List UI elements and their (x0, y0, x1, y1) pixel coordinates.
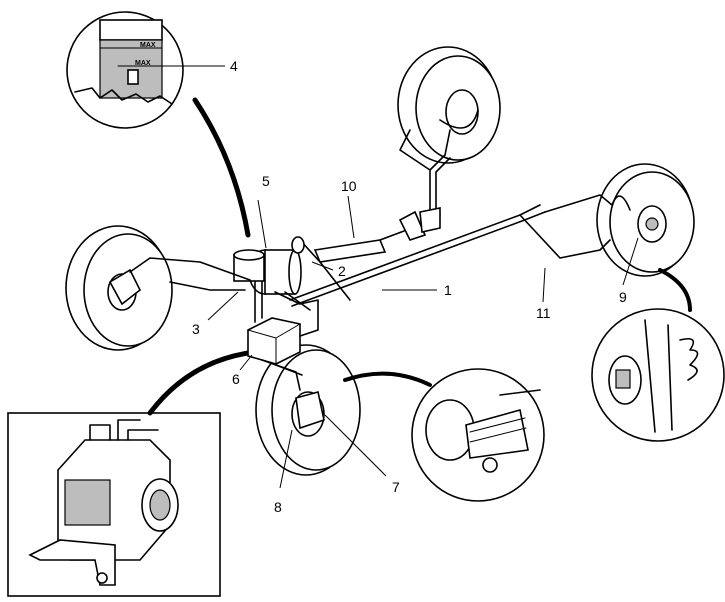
reservoir-max-bottom-label: MAX (135, 60, 151, 67)
callout-labels: 1 2 3 4 5 6 7 8 9 10 11 (192, 58, 627, 515)
wheel-front-left (65, 225, 173, 351)
parking-brake-assembly (291, 207, 441, 301)
wheel-rear-left (397, 46, 501, 164)
callout-1: 1 (444, 282, 452, 298)
abs-hydraulic-unit (247, 317, 301, 365)
callout-3: 3 (192, 321, 200, 337)
reservoir-inset: MAX MAX (66, 11, 225, 129)
callout-2: 2 (338, 263, 346, 279)
callout-11: 11 (536, 305, 551, 321)
wheel-front-right (255, 344, 361, 476)
callout-4: 4 (230, 58, 238, 74)
callout-9: 9 (619, 289, 627, 305)
wheel-rear-right (596, 163, 695, 277)
callout-8: 8 (274, 499, 282, 515)
callout-6: 6 (232, 371, 240, 387)
callout-leaders (207, 195, 639, 489)
abs-module-inset (7, 412, 221, 597)
brake-lines (129, 129, 613, 391)
front-brake-inset (411, 368, 545, 502)
rear-brake-inset (591, 308, 725, 442)
callout-7: 7 (392, 479, 400, 495)
reservoir-max-top-label: MAX (140, 42, 156, 49)
callout-10: 10 (341, 178, 357, 194)
master-cylinder-booster (233, 249, 302, 295)
callout-5: 5 (262, 173, 270, 189)
